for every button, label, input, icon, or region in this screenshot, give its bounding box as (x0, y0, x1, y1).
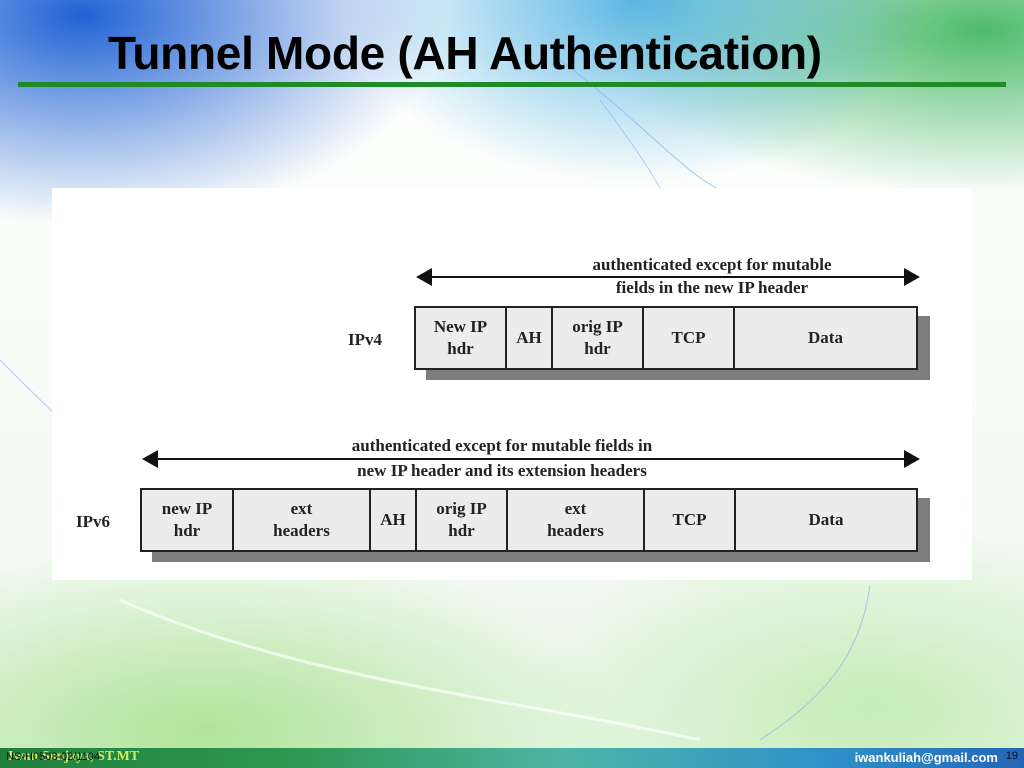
slide-footer: Iwan Sonjaya, ST.MT NS-H0503-02/1104 iwa… (0, 748, 1024, 768)
ipv4-span-label-line1: authenticated except for mutable (592, 255, 832, 274)
ipv4-row-label: IPv4 (348, 330, 382, 349)
title-underline-rule (18, 82, 1006, 87)
ipv6-field-data: Data (808, 510, 844, 529)
ipv6-span-label-line1: authenticated except for mutable fields … (351, 436, 653, 455)
ipv6-span-arrow (142, 450, 920, 468)
diagram-panel: authenticated except for mutable fields … (52, 188, 972, 580)
ipv6-field-tcp: TCP (645, 490, 736, 550)
footer-email: iwankuliah@gmail.com (854, 750, 998, 765)
ipv6-field-ext-headers: ext headers (234, 490, 371, 550)
ipv4-packet-bar: New IP hdr AH orig IP hdr TCP Data (414, 306, 918, 370)
ipv4-field-new-ip-hdr: New IP hdr (416, 308, 507, 368)
slide-title: Tunnel Mode (AH Authentication) (108, 27, 822, 79)
ipv4-span-arrow (416, 268, 920, 286)
ipv6-field-new-ip-hdr: new IP hdr (142, 490, 234, 550)
ipv6-field-orig-ip-hdr: orig IP hdr (417, 490, 508, 550)
ipv6-span-label-line2: new IP header and its extension headers (357, 461, 647, 480)
ipv6-field-ah: AH (371, 490, 417, 550)
ipv6-field-ext-headers-2: ext headers (508, 490, 645, 550)
ipv4-field-ah: AH (507, 308, 553, 368)
ipv6-packet-bar: new IP hdr ext headers AH orig IP hdr ex… (140, 488, 918, 552)
ipv4-field-orig-ip-hdr: orig IP hdr (553, 308, 644, 368)
ipv6-row-label: IPv6 (76, 512, 110, 531)
footer-author: Iwan Sonjaya, ST.MT (8, 749, 140, 764)
ipv4-field-data: Data (808, 328, 843, 347)
slide-header: Tunnel Mode (AH Authentication) (0, 0, 1024, 92)
ipv4-field-tcp: TCP (644, 308, 735, 368)
footer-course-code: NS-H0503-02/1104 (6, 751, 100, 763)
ipv4-span-label-line2: fields in the new IP header (615, 278, 809, 297)
footer-page-number: 19 (1005, 750, 1018, 762)
